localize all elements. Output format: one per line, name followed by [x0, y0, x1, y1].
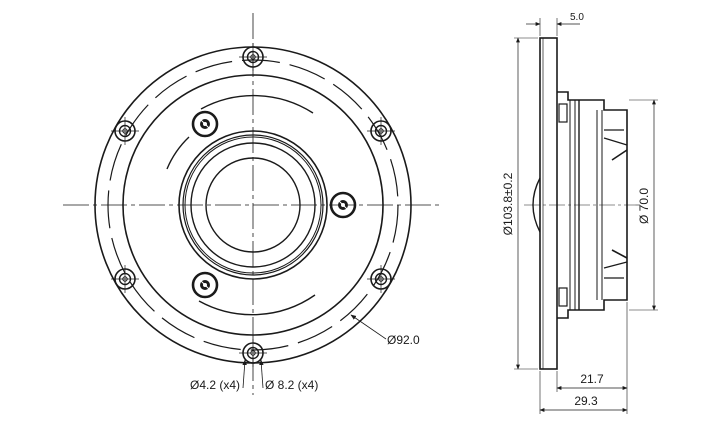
- flange-thickness-label: 5.0: [570, 12, 584, 23]
- mounting-hole-lower-right: [366, 264, 396, 294]
- surround-ring-3: [184, 136, 322, 274]
- heatsink-fins: [603, 129, 628, 279]
- side-screw-upper: [558, 103, 568, 123]
- leader-hole-large: [259, 359, 264, 389]
- body-outline: [557, 91, 628, 319]
- inner-arc-top: [200, 94, 314, 114]
- side-view: 5.0 Ø103.8±0.2 Ø 70.0 21.7 29.3: [501, 12, 658, 414]
- side-screw-lower: [558, 287, 568, 307]
- outer-diameter-label: Ø103.8±0.2: [501, 172, 515, 235]
- inner-arc-bottom: [198, 294, 316, 316]
- body-diameter-label: Ø 70.0: [637, 188, 651, 224]
- leader-hole-small: [242, 359, 247, 389]
- body-depth-label: 21.7: [580, 372, 604, 386]
- surround-outer-ring: [178, 130, 328, 280]
- hole-large-callout: Ø 8.2 (x4): [265, 378, 318, 392]
- faceplate-circle: [122, 74, 384, 336]
- hole-small-callout: Ø4.2 (x4): [190, 378, 240, 392]
- dome-base-ring: [190, 142, 316, 268]
- leader-bolt-circle: [350, 314, 387, 340]
- flange-profile: [539, 37, 558, 370]
- surround-ring-2: [182, 134, 324, 276]
- bolt-circle-callout: Ø92.0: [387, 333, 420, 347]
- total-depth-label: 29.3: [574, 394, 598, 408]
- faceplate-screw-lower: [191, 271, 219, 299]
- inner-arc-left: [166, 136, 190, 170]
- front-view: [63, 13, 443, 395]
- terminal-tabs: [611, 149, 628, 259]
- faceplate-screw-upper: [191, 110, 219, 138]
- dome-inner-circle: [205, 157, 301, 253]
